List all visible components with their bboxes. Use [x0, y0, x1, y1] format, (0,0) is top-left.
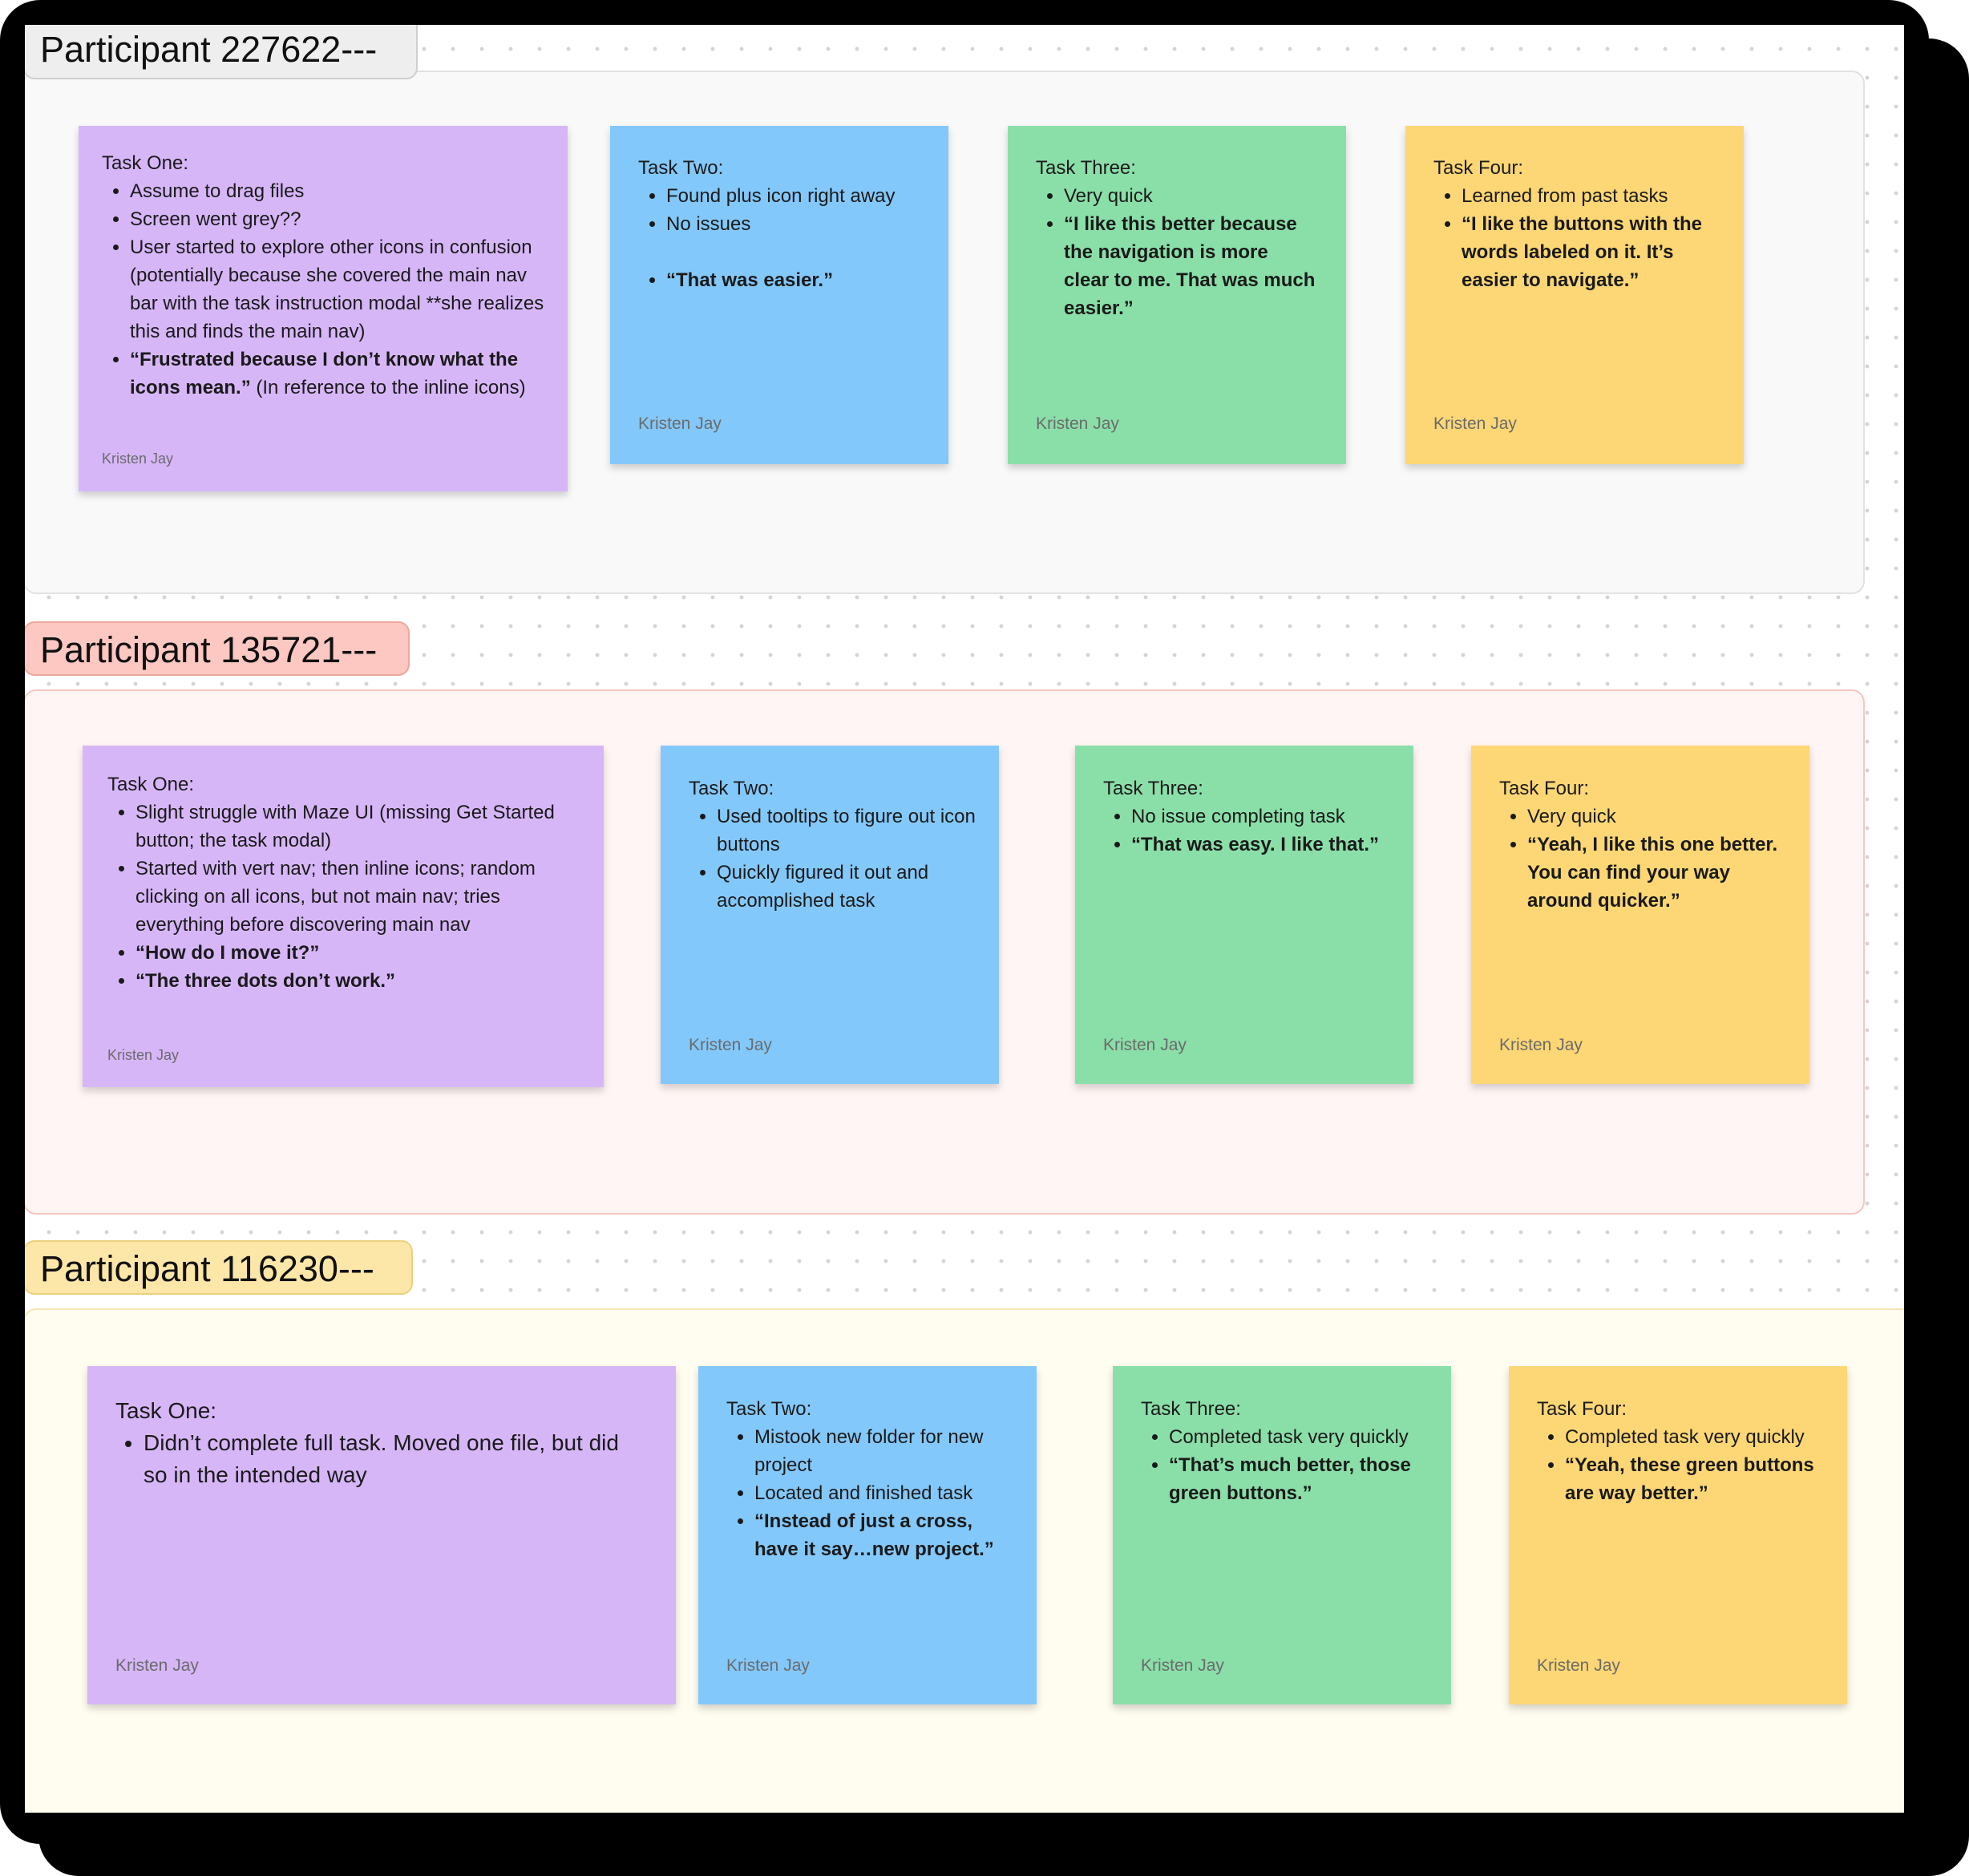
note-item: “Frustrated because I don’t know what th…	[130, 346, 551, 402]
section-title: Participant 227622---	[40, 29, 378, 70]
note-title: Task Two:	[638, 157, 724, 179]
note-list: Used tooltips to figure out icon buttons…	[689, 803, 977, 915]
sticky-note-task-four[interactable]: Task Four: Completed task very quickly “…	[1509, 1366, 1847, 1704]
note-item: Quickly figured it out and accomplished …	[717, 859, 977, 915]
note-item: “That was easy. I like that.”	[1131, 831, 1400, 859]
note-item: “I like the buttons with the words label…	[1462, 210, 1714, 294]
note-author: Kristen Jay	[115, 1656, 199, 1675]
note-author: Kristen Jay	[1036, 414, 1119, 433]
note-author: Kristen Jay	[689, 1036, 772, 1054]
note-title: Task Four:	[1433, 157, 1524, 179]
sticky-note-task-three[interactable]: Task Three: Very quick “I like this bett…	[1008, 126, 1346, 464]
note-title: Task Three:	[1103, 778, 1203, 799]
note-item: “How do I move it?”	[135, 939, 585, 967]
note-item: “Yeah, these green buttons are way bette…	[1565, 1451, 1834, 1507]
note-item: “Instead of just a cross, have it say…ne…	[754, 1507, 1015, 1563]
sticky-note-task-one[interactable]: Task One: Slight struggle with Maze UI (…	[83, 746, 604, 1087]
note-item: “Yeah, I like this one better. You can f…	[1527, 831, 1780, 915]
note-item: “That’s much better, those green buttons…	[1169, 1451, 1437, 1507]
note-item: Assume to drag files	[130, 177, 551, 205]
note-item: “That was easier.”	[666, 266, 935, 294]
note-list: Found plus icon right away No issues “Th…	[638, 182, 935, 294]
note-author: Kristen Jay	[726, 1656, 810, 1675]
note-title: Task Three:	[1036, 157, 1136, 179]
note-author: Kristen Jay	[1103, 1036, 1187, 1054]
note-author: Kristen Jay	[1141, 1656, 1224, 1675]
sticky-note-task-two[interactable]: Task Two: Mistook new folder for new pro…	[698, 1366, 1037, 1704]
sticky-note-task-one[interactable]: Task One: Assume to drag files Screen we…	[79, 126, 568, 491]
note-list: Very quick “I like this better because t…	[1036, 182, 1316, 322]
note-item: No issue completing task	[1131, 803, 1400, 831]
sticky-note-task-one[interactable]: Task One: Didn’t complete full task. Mov…	[87, 1366, 676, 1704]
note-item: “The three dots don’t work.”	[135, 967, 585, 995]
note-item: Very quick	[1527, 803, 1780, 831]
note-title: Task Two:	[726, 1398, 812, 1420]
note-item: Mistook new folder for new project	[754, 1423, 1015, 1479]
note-item: No issues	[666, 210, 935, 238]
whiteboard-canvas[interactable]: Participant 227622--- Task One: Assume t…	[25, 25, 1904, 1813]
note-item: Slight struggle with Maze UI (missing Ge…	[135, 799, 585, 855]
section-label[interactable]: Participant 135721---	[25, 621, 410, 676]
note-title: Task Two:	[689, 778, 774, 799]
note-title: Task One:	[107, 774, 195, 795]
note-item: Didn’t complete full task. Moved one fil…	[144, 1427, 645, 1491]
section-title: Participant 116230---	[40, 1248, 374, 1289]
note-author: Kristen Jay	[107, 1047, 180, 1063]
note-item: Found plus icon right away	[666, 182, 935, 210]
note-title: Task One:	[115, 1398, 217, 1423]
note-item: Learned from past tasks	[1462, 182, 1714, 210]
note-list: Completed task very quickly “Yeah, these…	[1537, 1423, 1834, 1507]
section-title: Participant 135721---	[40, 629, 378, 670]
note-author: Kristen Jay	[1433, 414, 1517, 433]
sticky-note-task-four[interactable]: Task Four: Very quick “Yeah, I like this…	[1471, 746, 1809, 1084]
sticky-note-task-four[interactable]: Task Four: Learned from past tasks “I li…	[1405, 126, 1744, 464]
sticky-note-task-three[interactable]: Task Three: Completed task very quickly …	[1113, 1366, 1451, 1704]
note-title: Task Four:	[1499, 778, 1590, 799]
section-label[interactable]: Participant 227622---	[25, 25, 418, 79]
note-item: Screen went grey??	[130, 205, 551, 233]
note-item: Used tooltips to figure out icon buttons	[717, 803, 977, 859]
note-list: No issue completing task “That was easy.…	[1103, 803, 1400, 859]
note-author: Kristen Jay	[1499, 1036, 1583, 1054]
sticky-note-task-two[interactable]: Task Two: Found plus icon right away No …	[610, 126, 948, 464]
note-list: Assume to drag files Screen went grey?? …	[102, 177, 551, 402]
note-list: Didn’t complete full task. Moved one fil…	[115, 1427, 645, 1491]
note-title: Task Four:	[1537, 1398, 1627, 1420]
note-list: Very quick “Yeah, I like this one better…	[1499, 803, 1780, 915]
sticky-note-task-two[interactable]: Task Two: Used tooltips to figure out ic…	[661, 746, 999, 1084]
note-list: Completed task very quickly “That’s much…	[1141, 1423, 1437, 1507]
note-item: Located and finished task	[754, 1479, 1015, 1507]
note-title: Task One:	[102, 152, 189, 174]
note-list: Mistook new folder for new project Locat…	[726, 1423, 1015, 1563]
note-list: Learned from past tasks “I like the butt…	[1433, 182, 1714, 294]
note-author: Kristen Jay	[638, 414, 722, 433]
note-author: Kristen Jay	[102, 451, 174, 467]
note-item: Completed task very quickly	[1169, 1423, 1437, 1451]
note-item: Completed task very quickly	[1565, 1423, 1834, 1451]
note-author: Kristen Jay	[1537, 1656, 1620, 1675]
note-title: Task Three:	[1141, 1398, 1241, 1420]
note-list: Slight struggle with Maze UI (missing Ge…	[107, 799, 585, 995]
note-item: Very quick	[1064, 182, 1316, 210]
sticky-note-task-three[interactable]: Task Three: No issue completing task “Th…	[1075, 746, 1413, 1084]
note-item: “I like this better because the navigati…	[1064, 210, 1316, 322]
section-label[interactable]: Participant 116230---	[25, 1240, 413, 1295]
note-item: Started with vert nav; then inline icons…	[135, 855, 585, 939]
note-item: User started to explore other icons in c…	[130, 233, 551, 346]
